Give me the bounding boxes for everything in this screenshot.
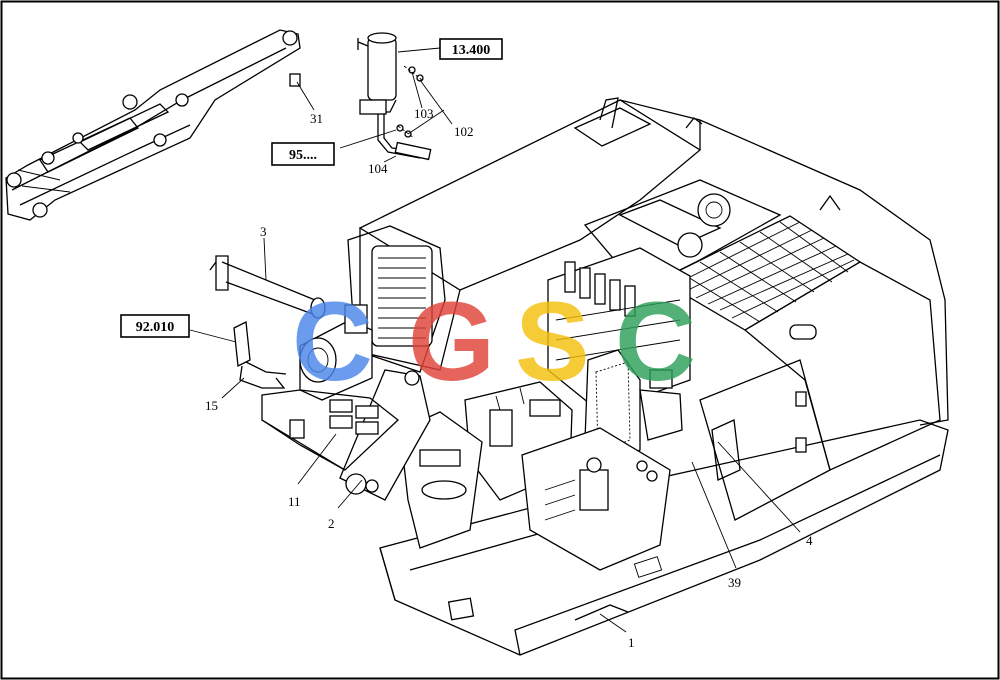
- callout-31: 31: [310, 111, 323, 126]
- reference-box-95: 95....: [271, 142, 335, 166]
- callout-102: 102: [454, 124, 474, 139]
- callout-39: 39: [728, 575, 741, 590]
- reference-box-92010: 92.010: [120, 314, 190, 338]
- control-valve-block: [547, 247, 691, 413]
- air-filter-housing: [299, 304, 373, 401]
- right-console: [521, 427, 671, 571]
- swing-bracket: [339, 369, 483, 549]
- watermark-letter: C: [292, 279, 373, 404]
- callout-1: 1: [628, 635, 635, 650]
- callout-15: 15: [205, 398, 218, 413]
- filter-canister-drawing: [357, 32, 432, 161]
- watermark-logo: C G S C: [292, 279, 696, 404]
- callout-3: 3: [260, 224, 267, 239]
- reference-label: 13.400: [452, 43, 491, 58]
- reference-box-13400: 13.400: [439, 38, 503, 60]
- watermark-letter: C: [615, 279, 696, 404]
- callout-104: 104: [368, 161, 388, 176]
- excavator-upper-structure: [261, 97, 949, 656]
- left-deck: [261, 389, 399, 471]
- callout-103: 103: [414, 106, 434, 121]
- callout-11: 11: [288, 494, 301, 509]
- bracket-plate-part-15: [233, 320, 287, 389]
- callout-4: 4: [806, 533, 813, 548]
- reference-label: 92.010: [136, 320, 175, 335]
- pin-rod-part-3: [209, 255, 326, 319]
- callout-2: 2: [328, 516, 335, 531]
- reference-label: 95....: [289, 148, 317, 163]
- boom-arm-drawing: [5, 29, 301, 221]
- watermark-letter: S: [515, 279, 590, 404]
- watermark-letter: G: [408, 279, 495, 404]
